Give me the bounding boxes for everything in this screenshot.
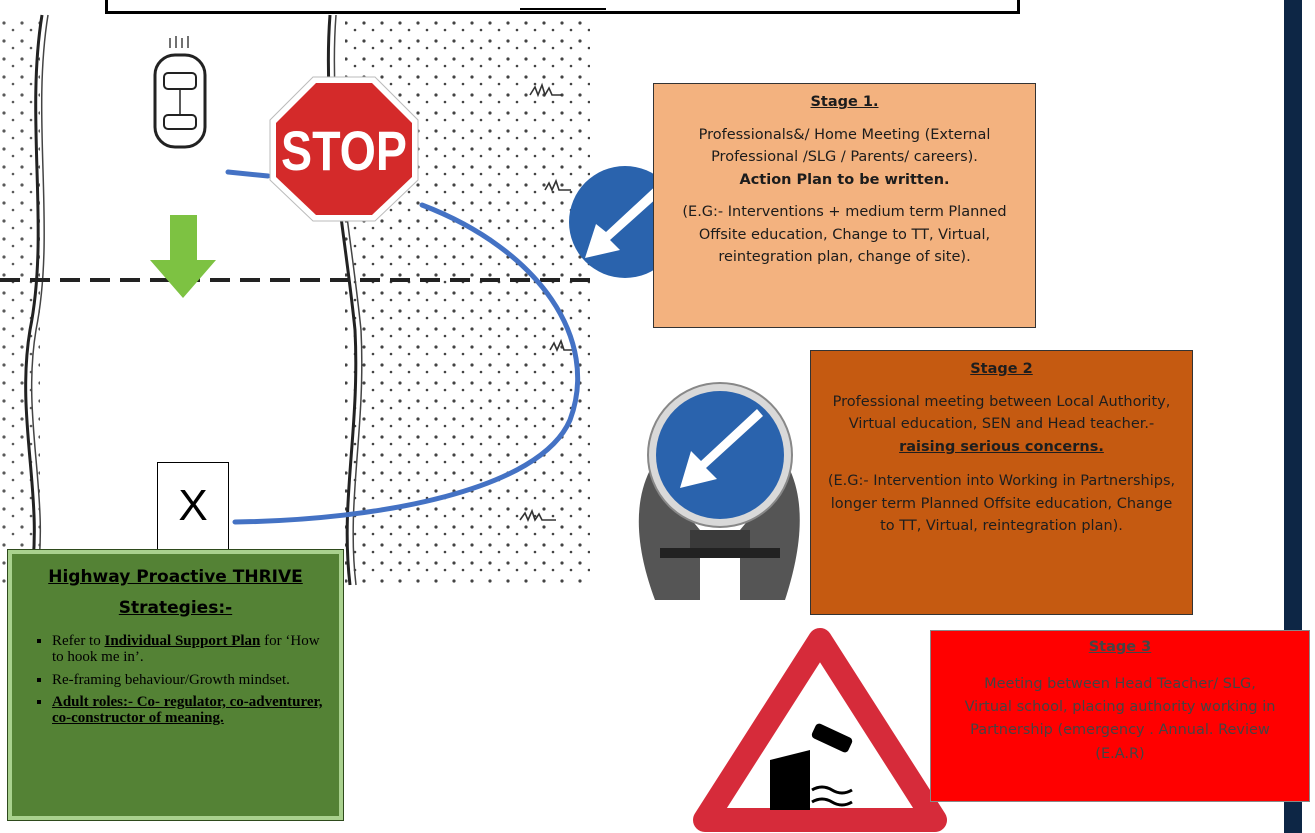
title-frame [105,0,1020,14]
stage-1-example: (E.G:- Interventions + medium term Plann… [682,204,1007,266]
stage-1-description: Professionals&/ Home Meeting (External P… [698,127,991,166]
strategies-title-1: Highway Proactive THRIVE [48,567,303,587]
strategy-item: Refer to Individual Support Plan for ‘Ho… [52,633,331,665]
strategy-1-link: Individual Support Plan [104,633,261,650]
strategy-3: Adult roles:- Co- regulator, co-adventur… [52,693,323,726]
car-icon [153,36,207,149]
stage-2-box: Stage 2 Professional meeting between Loc… [810,350,1193,615]
stage-3-title: Stage 3 [1088,639,1152,655]
stage-2-description: Professional meeting between Local Autho… [832,394,1171,433]
x-marker: X [157,462,229,550]
cliff-warning-sign-icon [693,628,947,832]
strategy-item: Adult roles:- Co- regulator, co-adventur… [52,694,331,726]
stage-2-title: Stage 2 [970,361,1033,377]
grass-tufts [519,82,576,522]
stage-1-title: Stage 1. [810,94,879,110]
strategy-2: Re-framing behaviour/Growth mindset. [52,671,290,688]
strategy-1-prefix: Refer to [52,633,105,650]
stage-3-line-1: Meeting between Head Teacher/ SLG, [984,676,1256,692]
strategy-item: Re-framing behaviour/Growth mindset. [52,672,331,688]
route-curve [232,202,581,525]
stage-1-action: Action Plan to be written. [739,171,950,188]
road-edge-left [24,14,44,586]
stage-1-box: Stage 1. Professionals&/ Home Meeting (E… [653,83,1036,328]
stage-3-line-2: Virtual school, placing authority workin… [964,699,1276,716]
stage-3-line-3: Partnership (emergency . Annual. Review [970,722,1270,739]
down-arrow-icon [150,215,216,298]
stage-2-example: (E.G:- Intervention into Working in Part… [827,473,1176,535]
page-edge-stripe [1284,0,1302,833]
stop-sign-icon: STOP [269,76,419,222]
strategies-title-2: Strategies:- [118,597,233,618]
keep-left-bollard-icon [638,382,800,600]
stop-text: STOP [281,119,407,182]
strategies-box: Highway Proactive THRIVE Strategies:- Ref… [7,549,344,821]
strategy-1-suffix: for ‘How to hook me in’. [52,633,320,666]
stage-3-box: Stage 3 Meeting between Head Teacher/ SL… [930,630,1310,802]
stage-3-line-4: (E.A.R) [1095,745,1145,762]
stage-2-concern: raising serious concerns. [899,438,1104,455]
route-line-start [225,169,271,179]
